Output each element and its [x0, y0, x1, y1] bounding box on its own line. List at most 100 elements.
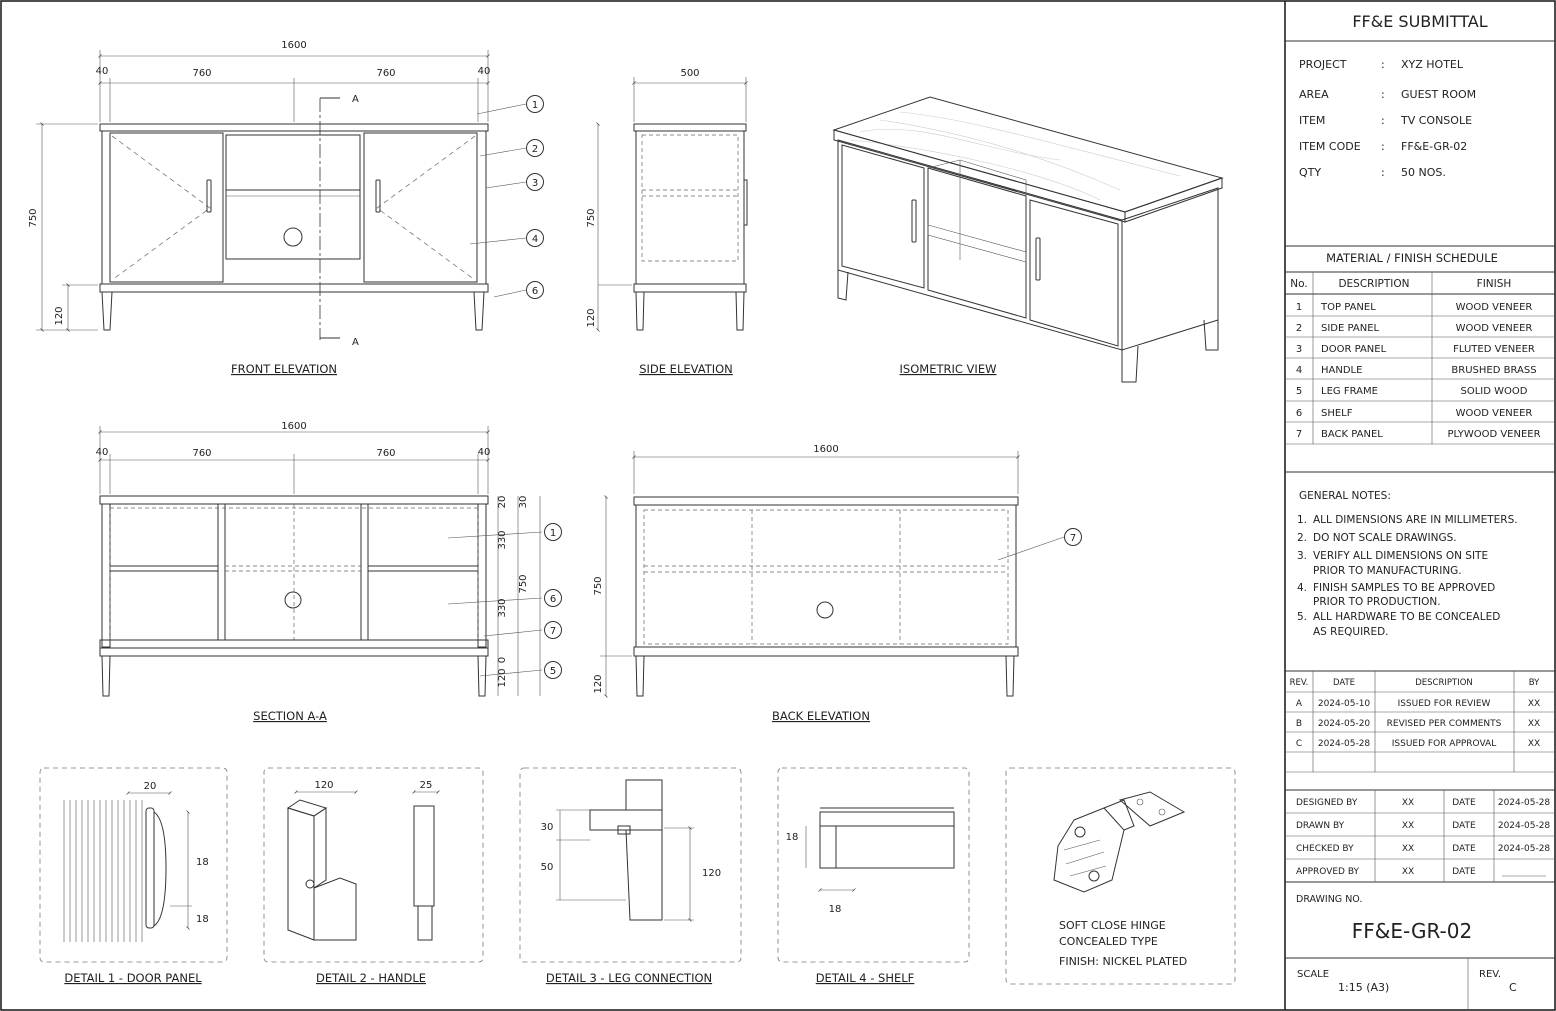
front-elevation: 1600 40 760 760 40 750 120 A: [28, 40, 527, 376]
d3-dim-30: 30: [541, 822, 554, 833]
rev-head-date: DATE: [1333, 678, 1355, 688]
dim-half-right: 760: [376, 68, 395, 79]
sched-finish: WOOD VENEER: [1456, 408, 1533, 419]
rev-by: XX: [1528, 699, 1540, 709]
side-dim-height: 750: [586, 208, 597, 227]
back-dim-height: 750: [593, 576, 604, 595]
signoff-name: XX: [1402, 844, 1414, 854]
sched-head-finish: FINISH: [1477, 278, 1512, 290]
side-elevation-title: SIDE ELEVATION: [639, 362, 733, 376]
hinge-line-2: CONCEALED TYPE: [1059, 935, 1158, 948]
sched-no: 4: [1296, 365, 1302, 376]
note-num: 1.: [1297, 514, 1307, 526]
info-sep: :: [1381, 58, 1385, 71]
sched-no: 6: [1296, 408, 1302, 419]
dim-height: 750: [28, 208, 39, 227]
scale-label: SCALE: [1297, 969, 1329, 980]
back-dim-total: 1600: [813, 444, 838, 455]
note-num: 3.: [1297, 550, 1307, 562]
sched-no: 2: [1296, 323, 1302, 334]
sec-callout-5: 5: [550, 666, 556, 677]
rev-label: REV.: [1479, 969, 1501, 980]
sec-dim-750: 750: [518, 574, 529, 593]
info-key-area: AREA: [1299, 88, 1329, 101]
sched-no: 3: [1296, 344, 1302, 355]
front-elevation-title: FRONT ELEVATION: [231, 362, 337, 376]
d1-dim-18a: 18: [196, 857, 209, 868]
back-elevation-title: BACK ELEVATION: [772, 709, 870, 723]
signoff-date-label: DATE: [1452, 821, 1476, 831]
hinge-line-1: SOFT CLOSE HINGE: [1059, 919, 1166, 932]
drawing-no: FF&E-GR-02: [1352, 919, 1472, 943]
note-num: 5.: [1297, 611, 1307, 623]
project-info: PROJECT : XYZ HOTEL AREA : GUEST ROOM IT…: [1299, 58, 1476, 179]
d4-dim-18a: 18: [786, 832, 799, 843]
detail-1-title: DETAIL 1 - DOOR PANEL: [64, 971, 202, 985]
rev-date: 2024-05-20: [1318, 719, 1371, 729]
rev-head-desc: DESCRIPTION: [1415, 678, 1473, 688]
dim-total: 1600: [281, 40, 306, 51]
signoff-date-label: DATE: [1452, 844, 1476, 854]
signoff-date-label: DATE: [1452, 798, 1476, 808]
section-title: SECTION A-A: [253, 709, 327, 723]
note-text: PRIOR TO PRODUCTION.: [1313, 596, 1441, 608]
signoff-role: DESIGNED BY: [1296, 798, 1358, 808]
sec-dim-330b: 330: [497, 598, 508, 617]
signoff-name: XX: [1402, 798, 1414, 808]
sec-callout-7: 7: [550, 626, 556, 637]
note-text: VERIFY ALL DIMENSIONS ON SITE: [1313, 550, 1488, 562]
info-sep: :: [1381, 166, 1385, 179]
detail-3: 30 50 120 DETAIL 3 - LEG CONNECTION: [519, 767, 742, 985]
sec-dim-total: 1600: [281, 421, 306, 432]
signoff-date: 2024-05-28: [1498, 844, 1551, 854]
note-num: 4.: [1297, 582, 1307, 594]
info-val-code: FF&E-GR-02: [1401, 140, 1467, 153]
note-text: FINISH SAMPLES TO BE APPROVED: [1313, 582, 1495, 594]
info-key-project: PROJECT: [1299, 58, 1347, 71]
sched-finish: PLYWOOD VENEER: [1447, 429, 1540, 440]
sec-callout-1: 1: [550, 528, 556, 539]
dim-leg: 120: [54, 306, 65, 325]
d3-dim-50: 50: [541, 862, 554, 873]
sec-dim-0: 0: [497, 657, 508, 663]
callout-1: 1: [532, 100, 538, 111]
isometric-view-title: ISOMETRIC VIEW: [900, 362, 997, 376]
rev-date: 2024-05-28: [1318, 739, 1371, 749]
drawing-no-label: DRAWING NO.: [1296, 894, 1362, 905]
sched-no: 7: [1296, 429, 1302, 440]
sec-dim-330a: 330: [497, 530, 508, 549]
signoff-role: CHECKED BY: [1296, 844, 1354, 854]
info-val-qty: 50 NOS.: [1401, 166, 1446, 179]
sched-desc: DOOR PANEL: [1321, 344, 1387, 355]
rev-head-rev: REV.: [1290, 678, 1309, 688]
sched-desc: SHELF: [1321, 408, 1353, 419]
detail-4: 18 18 DETAIL 4 - SHELF: [777, 767, 970, 985]
rev-desc: ISSUED FOR REVIEW: [1398, 699, 1491, 709]
rev-desc: REVISED PER COMMENTS: [1387, 719, 1502, 729]
sched-desc: LEG FRAME: [1321, 386, 1378, 397]
sched-desc: TOP PANEL: [1320, 302, 1376, 313]
detail-4-title: DETAIL 4 - SHELF: [816, 971, 915, 985]
info-sep: :: [1381, 114, 1385, 127]
callout-4: 4: [532, 234, 538, 245]
front-callouts: 1 2 3 4 6: [526, 95, 544, 299]
note-text: ALL HARDWARE TO BE CONCEALED: [1313, 611, 1500, 623]
sched-desc: BACK PANEL: [1321, 429, 1383, 440]
rev-value: C: [1509, 981, 1517, 994]
signoff-role: APPROVED BY: [1296, 867, 1360, 877]
dim-half-left: 760: [192, 68, 211, 79]
d1-dim-18b: 18: [196, 914, 209, 925]
scale-value: 1:15 (A3): [1338, 981, 1389, 994]
schedule-table: No. DESCRIPTION FINISH 1 TOP PANEL WOOD …: [1285, 272, 1555, 445]
hinge-detail: SOFT CLOSE HINGE CONCEALED TYPE FINISH: …: [1005, 767, 1236, 985]
rev-head-by: BY: [1529, 678, 1540, 688]
dim-depth: 500: [680, 68, 699, 79]
info-key-qty: QTY: [1299, 166, 1321, 179]
rev-by: XX: [1528, 719, 1540, 729]
sched-desc: HANDLE: [1321, 365, 1362, 376]
sched-finish: WOOD VENEER: [1456, 323, 1533, 334]
note-text: PRIOR TO MANUFACTURING.: [1313, 565, 1462, 577]
title-block: FF&E SUBMITTAL PROJECT : XYZ HOTEL AREA …: [1284, 1, 1555, 1010]
